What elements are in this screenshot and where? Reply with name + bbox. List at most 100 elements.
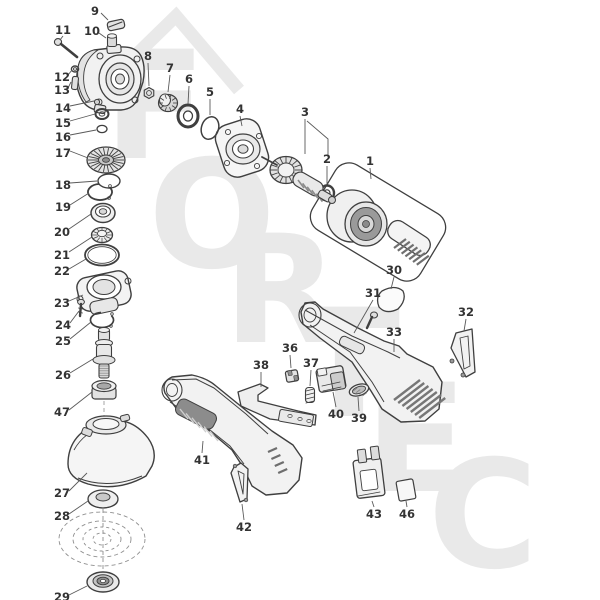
leader-line-39 [357, 396, 360, 412]
part-label-14: 14 [55, 101, 71, 115]
leader-line-22 [68, 258, 87, 270]
part-label-47: 47 [54, 405, 70, 419]
part-art-6 [176, 103, 200, 129]
leader-line-7 [167, 74, 171, 93]
part-art-23 [76, 270, 132, 315]
leader-line-19 [69, 192, 90, 206]
part-label-5: 5 [206, 85, 214, 99]
part-art-9 [106, 18, 126, 32]
part-art-22 [84, 243, 120, 267]
part-label-4: 4 [236, 102, 244, 116]
part-label-24: 24 [55, 318, 71, 332]
leader-line-20 [68, 213, 92, 230]
part-art-25 [89, 311, 115, 329]
leader-line-27 [68, 472, 88, 492]
leader-line-12 [67, 69, 73, 76]
part-art-7 [157, 93, 179, 113]
leader-line-23 [68, 294, 84, 302]
part-label-27: 27 [54, 486, 70, 500]
leader-line-40 [332, 391, 337, 408]
leader-line-36 [289, 354, 292, 369]
gear-housing [75, 44, 145, 115]
leader-line-3 [306, 120, 329, 156]
part-art-13 [70, 75, 80, 91]
part-art-38 [237, 383, 317, 428]
leader-line-21 [68, 236, 93, 253]
leader-line-31 [353, 299, 374, 334]
part-label-22: 22 [54, 264, 70, 278]
part-label-1: 1 [366, 154, 374, 168]
leader-line-46 [405, 500, 408, 508]
leader-line-8 [147, 62, 150, 87]
part-label-26: 26 [55, 368, 71, 382]
watermark-chevron-icon [132, 6, 244, 95]
part-label-43: 43 [366, 507, 382, 521]
part-label-2: 2 [323, 152, 331, 166]
part-art-18 [97, 173, 121, 189]
part-label-41: 41 [194, 453, 210, 467]
part-art-36 [284, 369, 300, 383]
leader-line-17 [69, 150, 89, 159]
part-art-15 [94, 108, 110, 120]
part-label-20: 20 [54, 225, 70, 239]
part-label-46: 46 [399, 507, 415, 521]
part-art-20 [90, 202, 116, 224]
part-label-42: 42 [236, 520, 252, 534]
part-label-28: 28 [54, 509, 70, 523]
leader-line-37 [309, 369, 312, 387]
part-art-19 [87, 183, 113, 201]
part-label-37: 37 [303, 356, 319, 370]
part-label-7: 7 [166, 61, 174, 75]
leader-line-1 [369, 167, 372, 180]
leader-line-24 [69, 310, 80, 324]
part-art-42 [230, 462, 249, 503]
leader-line-41 [201, 440, 204, 454]
leader-line-25 [69, 321, 92, 340]
part-art-26 [92, 327, 116, 379]
part-label-38: 38 [253, 358, 269, 372]
part-art-3 [256, 152, 336, 204]
part-art-4 [214, 118, 278, 178]
part-label-13: 13 [54, 83, 70, 97]
part-art-46 [395, 478, 417, 502]
part-art-11 [53, 38, 79, 59]
part-label-31: 31 [365, 286, 381, 300]
part-art-14 [93, 98, 101, 106]
leader-line-47 [68, 391, 93, 411]
leader-line-10 [98, 32, 107, 39]
part-art-41 [161, 374, 303, 496]
part-art-40 [315, 365, 347, 393]
part-label-6: 6 [185, 72, 193, 86]
part-label-30: 30 [386, 263, 402, 277]
part-label-12: 12 [54, 70, 70, 84]
part-art-29 [86, 571, 120, 593]
leader-line-9 [100, 12, 109, 21]
part-art-32 [449, 328, 476, 378]
leader-line-4 [239, 115, 243, 127]
part-art-31 [365, 311, 379, 330]
part-art-24 [77, 298, 85, 318]
part-label-18: 18 [55, 178, 71, 192]
leader-line-11 [59, 35, 64, 41]
leader-line-16 [69, 129, 97, 136]
part-label-19: 19 [55, 200, 71, 214]
part-art-8 [143, 86, 155, 100]
leader-line-30 [390, 276, 395, 290]
leader-line-15 [69, 113, 96, 122]
part-label-16: 16 [55, 130, 71, 144]
part-label-21: 21 [54, 248, 70, 262]
part-label-15: 15 [55, 116, 71, 130]
leader-line-18 [69, 180, 98, 184]
part-art-30 [376, 286, 405, 313]
part-art-16 [96, 124, 108, 134]
part-label-11: 11 [55, 23, 71, 37]
part-art-39 [348, 383, 370, 397]
leader-line-6 [187, 85, 190, 105]
part-art-5 [200, 116, 220, 140]
part-label-32: 32 [458, 305, 474, 319]
leader-line-43 [371, 500, 375, 508]
part-label-3: 3 [301, 105, 309, 119]
part-art-10 [106, 33, 118, 48]
